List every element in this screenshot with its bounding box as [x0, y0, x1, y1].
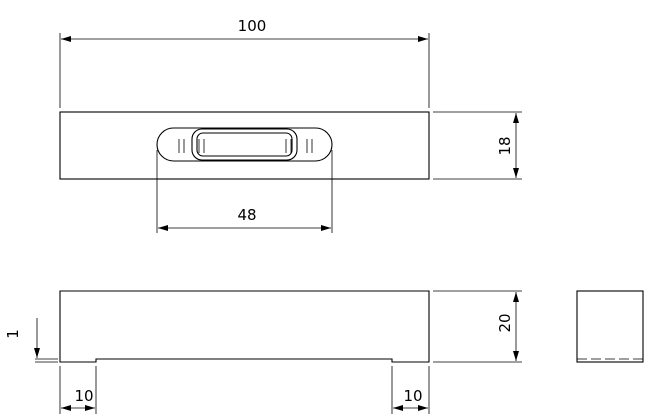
- dimension-label-48: 48: [237, 206, 256, 224]
- dimension-top-width: 100: [59, 17, 430, 108]
- dimension-label-10-right: 10: [403, 387, 422, 405]
- handle-recess: [156, 127, 333, 162]
- side-view: [576, 290, 644, 363]
- top-view: 100 18 48: [59, 17, 522, 233]
- dimension-left-step: 10: [59, 366, 97, 414]
- dimension-top-height: 18: [433, 111, 522, 180]
- dimension-right-step: 10: [391, 366, 430, 414]
- dimension-front-height: 20: [433, 290, 522, 363]
- dimension-label-18: 18: [496, 136, 514, 155]
- dimension-label-1: 1: [4, 329, 22, 339]
- dimension-label-100: 100: [238, 17, 267, 35]
- side-view-outline: [576, 290, 644, 363]
- front-view: 20 1 10 10: [4, 290, 522, 414]
- dimension-label-20: 20: [496, 313, 514, 332]
- top-view-outline: [59, 111, 430, 180]
- dimension-recess-depth: 1: [4, 318, 58, 363]
- dimension-label-10-left: 10: [74, 387, 93, 405]
- dimension-handle-width: 48: [156, 150, 333, 233]
- front-view-outline: [59, 290, 430, 363]
